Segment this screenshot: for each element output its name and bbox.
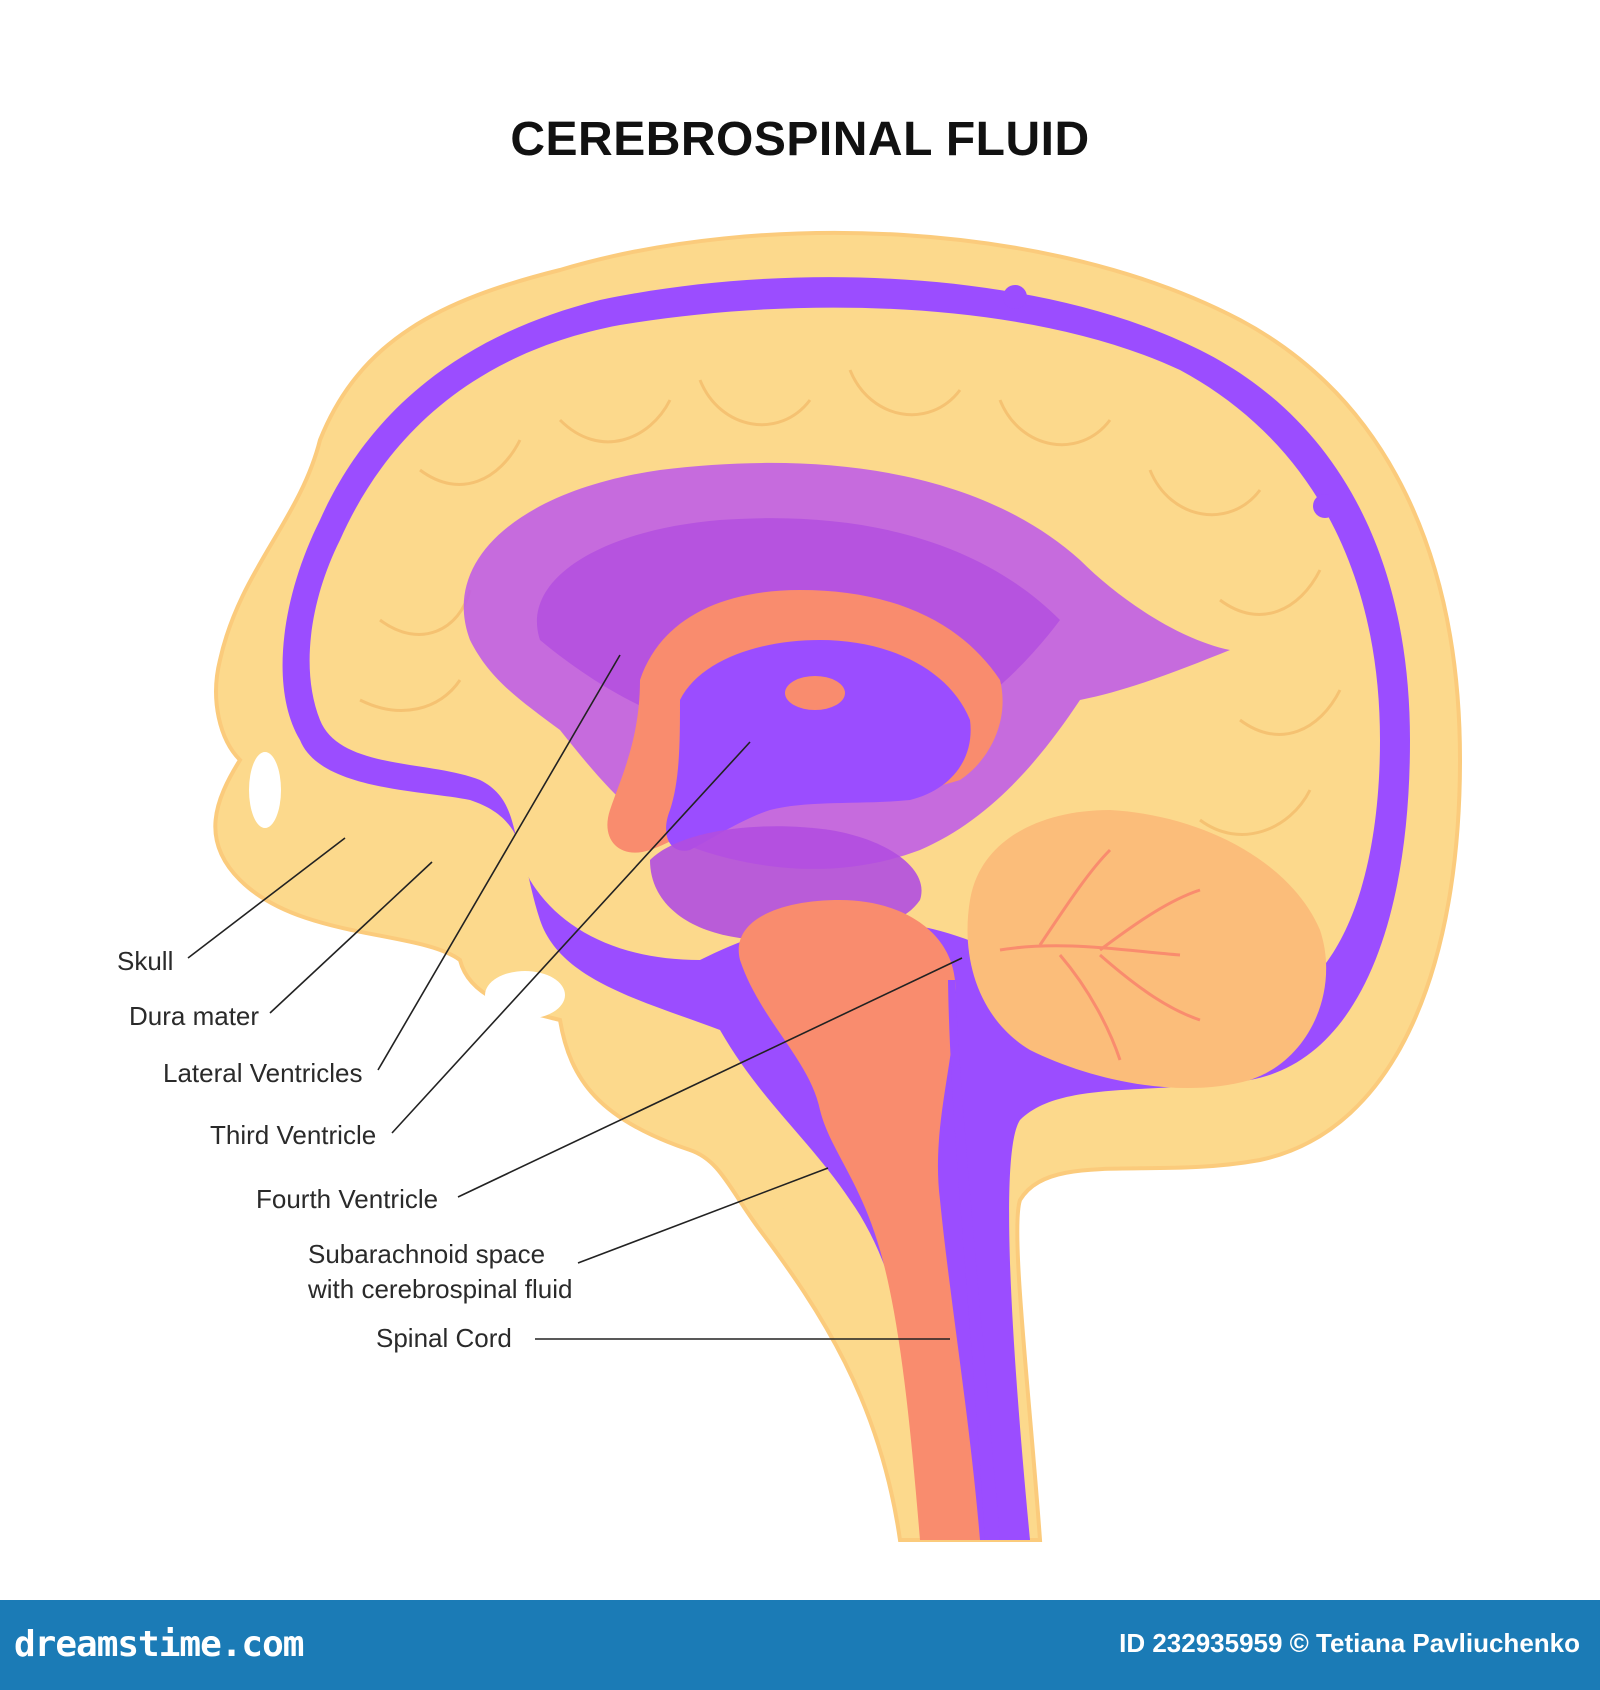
label-lateral-ventricles: Lateral Ventricles xyxy=(163,1058,363,1088)
sinus-dot-back xyxy=(1313,494,1337,518)
label-dura-mater: Dura mater xyxy=(129,1001,260,1031)
brain-illustration xyxy=(187,230,1463,1542)
interthalamic-adhesion xyxy=(785,676,845,710)
arbor-vitae xyxy=(999,848,1201,1061)
label-third-ventricle: Third Ventricle xyxy=(210,1120,377,1150)
label-skull: Skull xyxy=(117,946,174,976)
diagram-title: CEREBROSPINAL FLUID xyxy=(510,113,1090,166)
label-fourth-ventricle: Fourth Ventricle xyxy=(256,1184,439,1214)
third-ventricle-shape xyxy=(666,640,971,851)
leader-skull xyxy=(187,837,346,959)
label-spinal-cord: Spinal Cord xyxy=(376,1323,512,1353)
leader-subarachnoid xyxy=(577,1167,829,1264)
skull-foramina xyxy=(249,752,820,1270)
cerebellum-shape xyxy=(967,810,1327,1089)
footer-bar: dreamstime.com ID 232935959 © Tetiana Pa… xyxy=(0,1600,1600,1690)
sinus-dot-top xyxy=(1003,285,1027,309)
label-subarachnoid-line1: Subarachnoid space xyxy=(308,1239,546,1269)
leader-lateral xyxy=(377,654,621,1071)
leader-lines xyxy=(187,654,963,1340)
leader-dura xyxy=(269,861,433,1014)
label-subarachnoid-line2: with cerebrospinal fluid xyxy=(308,1274,573,1304)
leader-fourth xyxy=(457,957,963,1198)
footer-logo[interactable]: dreamstime.com xyxy=(14,1624,304,1665)
brainstem-shape xyxy=(738,900,980,1540)
leader-third xyxy=(391,741,751,1134)
footer-credit: ID 232935959 © Tetiana Pavliuchenko xyxy=(1119,1628,1580,1658)
spinal-csf-strip xyxy=(948,980,1000,1540)
